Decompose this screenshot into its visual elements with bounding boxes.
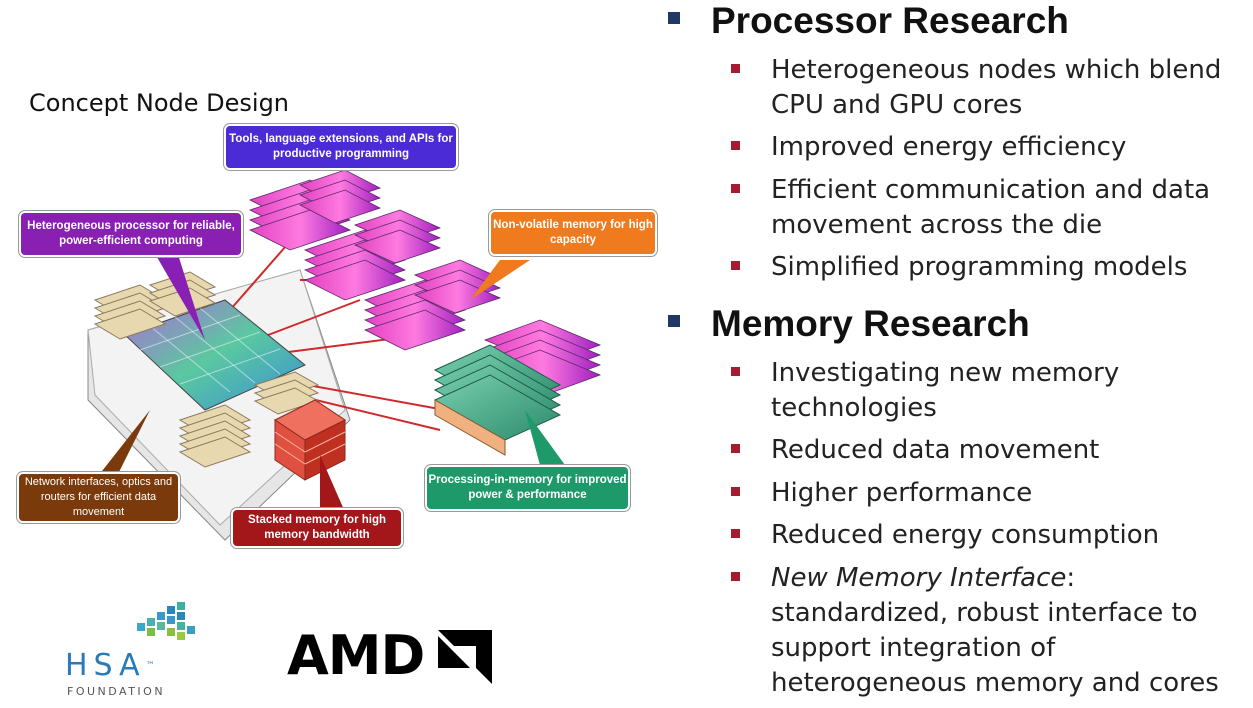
amd-arrow-icon	[438, 630, 492, 684]
processor-research-heading: Processor Research	[668, 0, 1069, 42]
stacked-memory	[274, 399, 346, 481]
bullet-square-icon	[668, 315, 680, 328]
new-memory-interface-emphasis: New Memory Interface	[771, 563, 1067, 593]
bullet-square-icon	[731, 572, 740, 581]
processor-item-1: Heterogeneous nodes which blend CPU and …	[731, 53, 1241, 123]
amd-logo-text: AMD	[287, 624, 425, 687]
processor-item-4: Simplified programming models	[731, 250, 1241, 285]
nonvolatile-memory-stacks	[248, 169, 602, 396]
callout-hetero-processor: Heterogeneous processor for reliable, po…	[19, 211, 243, 257]
memory-item-3: Higher performance	[731, 476, 1241, 511]
callout-tools: Tools, language extensions, and APIs for…	[224, 124, 458, 170]
nonvolatile-pointer	[470, 260, 530, 300]
bullet-square-icon	[731, 367, 740, 376]
board-memory-stacks	[93, 271, 320, 468]
bullet-square-icon	[731, 184, 740, 193]
memory-item-5: New Memory Interface: standardized, robu…	[731, 561, 1241, 701]
bullet-square-icon	[731, 261, 740, 270]
new-memory-interface-text: : standardized, robust interface to supp…	[771, 563, 1219, 698]
callout-processing-in-memory: Processing-in-memory for improved power …	[425, 465, 630, 511]
memory-item-2: Reduced data movement	[731, 433, 1241, 468]
hsa-logo-text: HSA™	[65, 648, 155, 683]
callout-network: Network interfaces, optics and routers f…	[17, 472, 180, 523]
memory-item-4: Reduced energy consumption	[731, 518, 1241, 553]
bullet-square-icon	[731, 141, 740, 150]
network-pointer	[95, 410, 150, 480]
bullet-square-icon	[668, 12, 680, 25]
processor-item-2: Improved energy efficiency	[731, 130, 1241, 165]
concept-node-diagram	[87, 169, 602, 541]
stacked-pointer	[320, 455, 345, 512]
hsa-foundation-logo: HSA™ FOUNDATION	[65, 598, 205, 698]
memory-item-1: Investigating new memory technologies	[731, 356, 1241, 426]
processor-item-3: Efficient communication and data movemen…	[731, 173, 1241, 243]
bullet-square-icon	[731, 529, 740, 538]
callout-nonvolatile-memory: Non-volatile memory for high capacity	[489, 210, 657, 256]
amd-logo: AMD	[287, 624, 492, 687]
bullet-square-icon	[731, 487, 740, 496]
memory-research-heading: Memory Research	[668, 303, 1030, 345]
hsa-logo-mark	[137, 602, 195, 640]
callout-stacked-memory: Stacked memory for high memory bandwidth	[231, 508, 403, 548]
concept-node-title: Concept Node Design	[29, 89, 290, 117]
pim-pointer	[525, 410, 565, 465]
bullet-square-icon	[731, 444, 740, 453]
hsa-logo-subtext: FOUNDATION	[67, 685, 166, 698]
bullet-square-icon	[731, 64, 740, 73]
hetero-pointer	[150, 245, 205, 340]
